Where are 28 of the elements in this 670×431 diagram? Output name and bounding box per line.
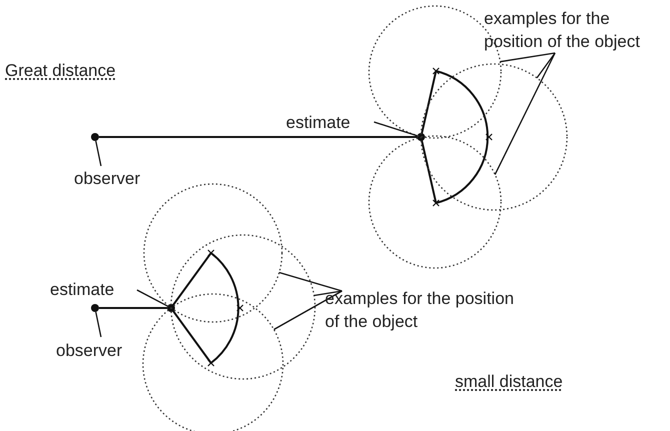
callout-text: observer [74, 167, 164, 190]
callout-text: observer [56, 339, 146, 362]
leader-line [314, 290, 342, 296]
sight-line [99, 307, 167, 309]
dotted-circle [170, 234, 316, 380]
leader-line [500, 52, 556, 62]
callout-text: examples for the position of the object [484, 7, 670, 53]
callout-text: estimate [286, 111, 370, 134]
callout-text: examples for the position of the object [325, 287, 515, 333]
leader-line [136, 289, 168, 307]
dotted-circle [368, 135, 502, 269]
leader-line [95, 312, 102, 338]
point-dot [417, 133, 425, 141]
leader-line [374, 121, 418, 136]
scene-label: small distance [455, 371, 563, 393]
leader-line [536, 52, 556, 78]
leader-line [279, 272, 342, 292]
leader-line [494, 52, 556, 175]
point-dot [91, 133, 99, 141]
point-dot [167, 304, 175, 312]
callout-text: estimate [50, 278, 134, 301]
scene-label: Great distance [5, 60, 116, 82]
dotted-circle [143, 183, 283, 323]
leader-line [274, 290, 342, 330]
leader-line [95, 140, 102, 166]
point-dot [91, 304, 99, 312]
dotted-circle [420, 63, 568, 211]
sight-line [99, 136, 417, 138]
